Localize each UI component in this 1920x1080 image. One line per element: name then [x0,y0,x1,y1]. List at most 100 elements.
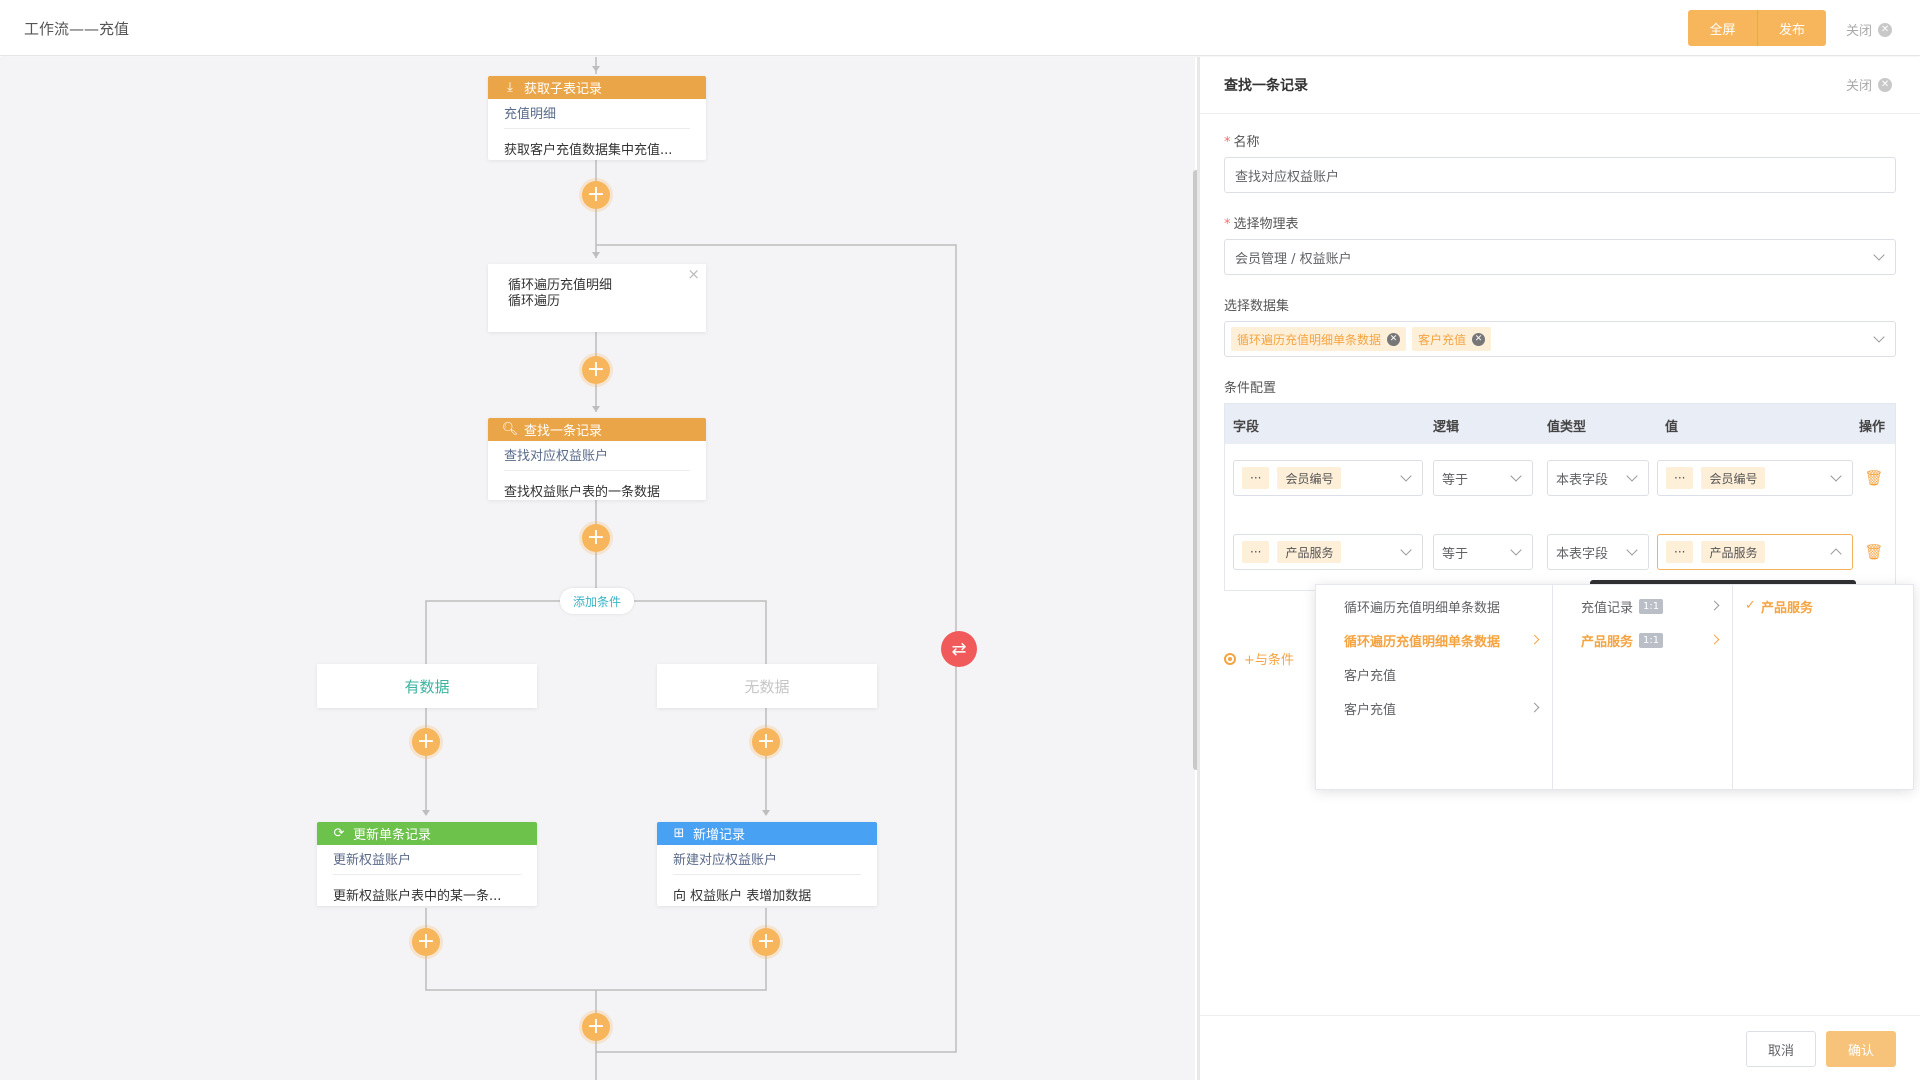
add-node-button[interactable]: + [752,928,780,956]
table-select[interactable]: 会员管理 / 权益账户 [1224,239,1896,275]
node-title: 查找一条记录 [524,424,603,439]
loop-back-icon[interactable]: ⇄ [941,631,977,667]
panel-title: 查找一条记录 [1224,78,1308,94]
dataset-select[interactable]: 循环遍历充值明细单条数据 ✕ 客户充值 ✕ [1224,321,1896,357]
value-chip: 产品服务 [1701,541,1766,563]
node-title: 新增记录 [693,828,746,843]
cascader-option-selected[interactable]: 循环遍历充值明细单条数据 [1316,623,1552,657]
node-subtitle: 充值明细 [504,103,690,129]
node-description: 向 权益账户 表增加数据 [673,889,812,904]
chevron-down-icon [1626,470,1638,482]
delete-icon[interactable]: 🗑︎ [1864,543,1884,561]
chevron-down-icon [1873,331,1885,343]
cancel-button[interactable]: 取消 [1746,1031,1816,1067]
chevron-down-icon [1400,544,1412,556]
field-select[interactable]: ··· 会员编号 [1233,460,1423,496]
window-close-button[interactable]: 关闭 ✕ [1846,20,1893,39]
loop-title: 循环遍历充值明细 [508,278,613,293]
condition-table: 字段 逻辑 值类型 值 操作 ··· 会员编号 等于 本表字段 ··· 会员编号 [1224,403,1896,591]
chevron-down-icon [1400,470,1412,482]
panel-splitter[interactable] [1197,57,1200,1080]
node-get-subtable-records[interactable]: ⤓ 获取子表记录 充值明细 获取客户充值数据集中充值... [488,76,706,160]
close-icon[interactable]: × [687,265,700,283]
condition-row: ··· 产品服务 等于 本表字段 ··· 产品服务 🗑︎ [1225,518,1895,578]
condition-table-header: 字段 逻辑 值类型 值 操作 [1225,404,1895,444]
divider [1200,113,1920,114]
node-find-one-record[interactable]: 🔍︎ 查找一条记录 查找对应权益账户 查找权益账户表的一条数据 [488,418,706,500]
node-title: 获取子表记录 [524,82,603,97]
logic-select[interactable]: 等于 [1433,534,1533,570]
add-and-label: +与条件 [1244,653,1294,668]
delete-icon[interactable]: 🗑︎ [1864,469,1884,487]
field-select[interactable]: ··· 产品服务 [1233,534,1423,570]
cascader-option-label: 客户充值 [1344,668,1397,684]
close-icon: ✕ [1878,22,1893,37]
dataset-tag-label: 循环遍历充值明细单条数据 [1237,332,1382,347]
node-loop[interactable]: × 循环遍历充值明细 循环遍历 [488,264,706,332]
canvas-scrollbar[interactable] [1193,170,1199,770]
node-header: ⟳ 更新单条记录 [317,822,537,845]
chevron-up-icon [1830,548,1842,560]
publish-button[interactable]: 发布 [1757,10,1826,46]
close-icon: ✕ [1878,77,1893,92]
table-label-text: 选择物理表 [1233,217,1299,232]
value-type-select[interactable]: 本表字段 [1547,460,1649,496]
cascader-option[interactable]: 客户充值 [1316,657,1552,691]
add-condition-button[interactable]: 添加条件 [560,588,634,614]
node-description: 更新权益账户表中的某一条... [333,889,502,904]
top-button-group: 全屏 发布 [1688,10,1826,46]
cascader-option[interactable]: 循环遍历充值明细单条数据 [1316,589,1552,623]
cascader-option[interactable]: 客户充值 [1316,691,1552,725]
panel-close-button[interactable]: 关闭 ✕ [1846,75,1893,94]
node-subtitle: 查找对应权益账户 [504,445,690,471]
fullscreen-button[interactable]: 全屏 [1688,10,1757,46]
add-node-button[interactable]: + [582,1013,610,1041]
tag-close-icon[interactable]: ✕ [1472,332,1486,346]
logic-select[interactable]: 等于 [1433,460,1533,496]
chevron-right-icon [1709,634,1720,645]
top-bar: 工作流——充值 全屏 发布 关闭 ✕ [0,0,1920,56]
add-node-button[interactable]: + [582,356,610,384]
field-path-chip: ··· [1242,541,1270,563]
condition-row: ··· 会员编号 等于 本表字段 ··· 会员编号 🗑︎ [1225,444,1895,504]
cascader-option-label: 循环遍历充值明细单条数据 [1344,634,1501,650]
tag-close-icon[interactable]: ✕ [1387,332,1401,346]
check-icon: ✓ [1745,598,1756,613]
node-description: 查找权益账户表的一条数据 [504,485,661,500]
node-subtitle: 新建对应权益账户 [673,849,861,875]
add-node-button[interactable]: + [582,524,610,552]
chevron-right-icon [1709,600,1720,611]
dataset-tag: 客户充值 ✕ [1412,327,1492,351]
flow-canvas[interactable] [0,57,1195,1080]
branch-has-data[interactable]: 有数据 [317,664,537,708]
cascader-option-label: 产品服务 [1761,600,1814,616]
table-select-value: 会员管理 / 权益账户 [1235,251,1352,267]
add-node-button[interactable]: + [412,928,440,956]
dataset-tag-label: 客户充值 [1418,332,1467,347]
cascader-option-selected[interactable]: ✓ 产品服务 [1733,589,1913,623]
add-node-button[interactable]: + [582,181,610,209]
value-type-select[interactable]: 本表字段 [1547,534,1649,570]
value-path-chip: ··· [1666,467,1694,489]
confirm-button[interactable]: 确认 [1826,1031,1896,1067]
add-and-condition-button[interactable]: +与条件 [1224,649,1294,668]
relation-badge: 1:1 [1639,598,1664,614]
chevron-down-icon [1626,544,1638,556]
cascader-dropdown: 循环遍历充值明细单条数据 循环遍历充值明细单条数据 客户充值 客户充值 充值记录… [1315,584,1914,790]
value-select[interactable]: ··· 会员编号 [1657,460,1853,496]
node-title: 更新单条记录 [353,828,432,843]
value-select[interactable]: ··· 产品服务 [1657,534,1853,570]
cascader-option-label: 循环遍历充值明细单条数据 [1344,600,1501,616]
branch-no-data[interactable]: 无数据 [657,664,877,708]
name-input[interactable]: 查找对应权益账户 [1224,157,1896,193]
config-panel: 查找一条记录 关闭 ✕ *名称 查找对应权益账户 *选择物理表 会员管理 / 权… [1200,57,1920,1080]
chevron-down-icon [1830,470,1842,482]
add-node-button[interactable]: + [752,728,780,756]
node-update-record[interactable]: ⟳ 更新单条记录 更新权益账户 更新权益账户表中的某一条... [317,822,537,906]
refresh-icon: ⟳ [333,826,345,841]
add-node-button[interactable]: + [412,728,440,756]
download-icon: ⤓ [507,80,513,95]
node-create-record[interactable]: ⊞ 新增记录 新建对应权益账户 向 权益账户 表增加数据 [657,822,877,906]
